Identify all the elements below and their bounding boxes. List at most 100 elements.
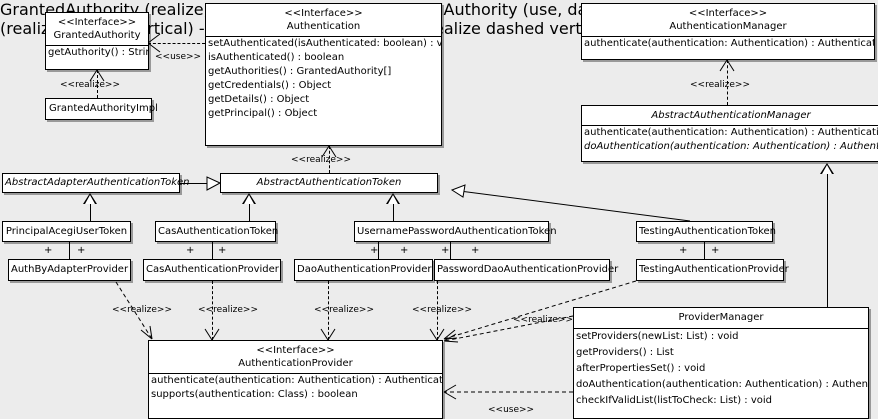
member: getAuthority() : String [48,47,148,58]
label-use-providermanager: <<use>> [488,405,535,415]
connector-generalization-casauthenticationtoken [249,203,250,221]
multiplicity-plus: + [711,245,720,256]
member: doAuthentication(authentication: Authent… [584,141,878,152]
class-principal-acegi-user-token[interactable]: PrincipalAcegiUserToken [2,221,131,242]
member: authenticate(authentication: Authenticat… [584,127,878,138]
class-username-password-authentication-token[interactable]: UsernamePasswordAuthenticationToken [354,221,557,242]
member: isAuthenticated() : boolean [208,52,345,63]
class-testing-authentication-provider[interactable]: TestingAuthenticationProvider [636,259,789,281]
class-name: GrantedAuthorityImpl [49,103,158,114]
class-name: Authentication [286,21,361,32]
connector-realize-passworddaoprovider [437,281,438,340]
member: setProviders(newList: List) : void [576,331,739,342]
section-divider [582,36,874,37]
multiplicity-plus: + [218,245,227,256]
connector-generalization-abstractadapter [180,183,207,184]
label-use-grantedauthority: <<use>> [155,52,202,62]
class-name: UsernamePasswordAuthenticationToken [357,226,557,237]
label-realize-providermanager: <<realize>> [513,315,573,325]
label-realize-abstractauthenticationmanager: <<realize>> [690,80,750,90]
multiplicity-plus: + [44,245,53,256]
member: authenticate(authentication: Authenticat… [584,38,874,49]
stereotype-interface: <<Interface>> [57,17,137,28]
label-realize-passworddaoprovider: <<realize>> [412,305,472,315]
class-abstract-authentication-manager[interactable]: AbstractAuthenticationManager authentica… [581,105,878,162]
class-password-dao-authentication-provider[interactable]: PasswordDaoAuthenticationProvider [434,259,619,281]
members: authenticate(authentication: Authenticat… [149,374,442,402]
class-auth-by-adapter-provider[interactable]: AuthByAdapterProvider [8,259,131,281]
class-dao-authentication-provider[interactable]: DaoAuthenticationProvider [294,259,433,281]
members: setProviders(newList: List) : void getPr… [574,329,868,409]
label-realize-casprovider: <<realize>> [198,305,258,315]
class-authentication-manager[interactable]: <<Interface>> AuthenticationManager auth… [581,3,875,60]
section-divider [582,125,878,126]
class-cas-authentication-provider[interactable]: CasAuthenticationProvider [143,259,281,281]
class-name: CasAuthenticationProvider [146,264,279,275]
class-authentication[interactable]: <<Interface>> Authentication setAuthenti… [205,3,442,146]
connector-realize-abstractauthenticationmanager [727,60,728,105]
class-name: CasAuthenticationToken [158,226,279,237]
class-abstract-authentication-token[interactable]: AbstractAuthenticationToken [220,173,438,193]
connector-assoc-daoprovider [378,242,379,259]
connector-realize-abstractauthenticationtoken [329,146,330,173]
class-name: TestingAuthenticationProvider [639,264,789,275]
class-name: PasswordDaoAuthenticationProvider [437,264,619,275]
member: getCredentials() : Object [208,80,332,91]
class-name: AuthenticationProvider [238,358,353,369]
members: authenticate(authentication: Authenticat… [582,37,874,51]
member: getProviders() : List [576,347,674,358]
members: setAuthenticated(isAuthenticated: boolea… [206,37,441,121]
section-divider [574,328,868,329]
section-divider [46,45,148,46]
multiplicity-plus: + [471,245,480,256]
connector-generalization-providermanager [827,174,828,307]
class-name: AbstractAdapterAuthenticationToken [5,177,190,188]
class-authentication-provider[interactable]: <<Interface>> AuthenticationProvider aut… [148,340,443,419]
stereotype-interface: <<Interface>> [256,345,335,356]
stereotype-interface: <<Interface>> [688,8,768,19]
connector-realize-casprovider [212,281,213,340]
section-divider [206,36,441,37]
class-name: AuthByAdapterProvider [11,264,129,275]
member: checkIfValidList(listToCheck: List) : vo… [576,395,773,406]
class-name: TestingAuthenticationToken [639,226,777,237]
connector-use-grantedauthority [148,43,205,44]
connector-realize-grantedauthorityimpl [97,70,98,98]
class-name: AuthenticationManager [669,21,787,32]
connector-generalization-principalacegiusertoken [90,203,91,221]
class-testing-authentication-token[interactable]: TestingAuthenticationToken [636,221,777,242]
class-name: AbstractAuthenticationManager [651,110,811,121]
label-realize-daoprovider: <<realize>> [314,305,374,315]
class-granted-authority-impl[interactable]: GrantedAuthorityImpl [45,98,158,120]
members: authenticate(authentication: Authenticat… [582,126,878,154]
stereotype-interface: <<Interface>> [284,8,363,19]
class-cas-authentication-token[interactable]: CasAuthenticationToken [155,221,279,242]
class-name: ProviderManager [678,312,764,323]
class-provider-manager[interactable]: ProviderManager setProviders(newList: Li… [573,307,869,419]
connector-assoc-passworddaoprovider [450,242,451,259]
member: afterPropertiesSet() : void [576,363,706,374]
connector-assoc-casprovider [212,242,213,259]
label-realize-abstractauthenticationtoken: <<realize>> [291,155,351,165]
generalization-arrow-casauthenticationtoken [242,193,256,204]
connector-realize-daoprovider [328,281,329,340]
generalization-arrow-providermanager [820,163,834,174]
connector-assoc-testingprovider [704,242,705,259]
member: setAuthenticated(isAuthenticated: boolea… [208,38,441,49]
section-divider [149,373,442,374]
class-name: PrincipalAcegiUserToken [5,226,128,237]
member: getPrincipal() : Object [208,108,318,119]
member: doAuthentication(authentication: Authent… [576,379,868,390]
multiplicity-plus: + [186,245,195,256]
class-abstract-adapter-authentication-token[interactable]: AbstractAdapterAuthenticationToken [2,173,190,193]
generalization-arrow-principalacegiusertoken [83,193,97,204]
multiplicity-plus: + [441,245,450,256]
member: getDetails() : Object [208,94,310,105]
member: supports(authentication: Class) : boolea… [151,389,358,400]
label-realize-grantedauthorityimpl: <<realize>> [60,80,120,90]
class-granted-authority[interactable]: <<Interface>> GrantedAuthority getAuthor… [45,12,149,70]
class-name: AbstractAuthenticationToken [256,177,402,188]
connector-assoc-authbyadapter [69,242,70,259]
class-name: GrantedAuthority [53,30,141,41]
